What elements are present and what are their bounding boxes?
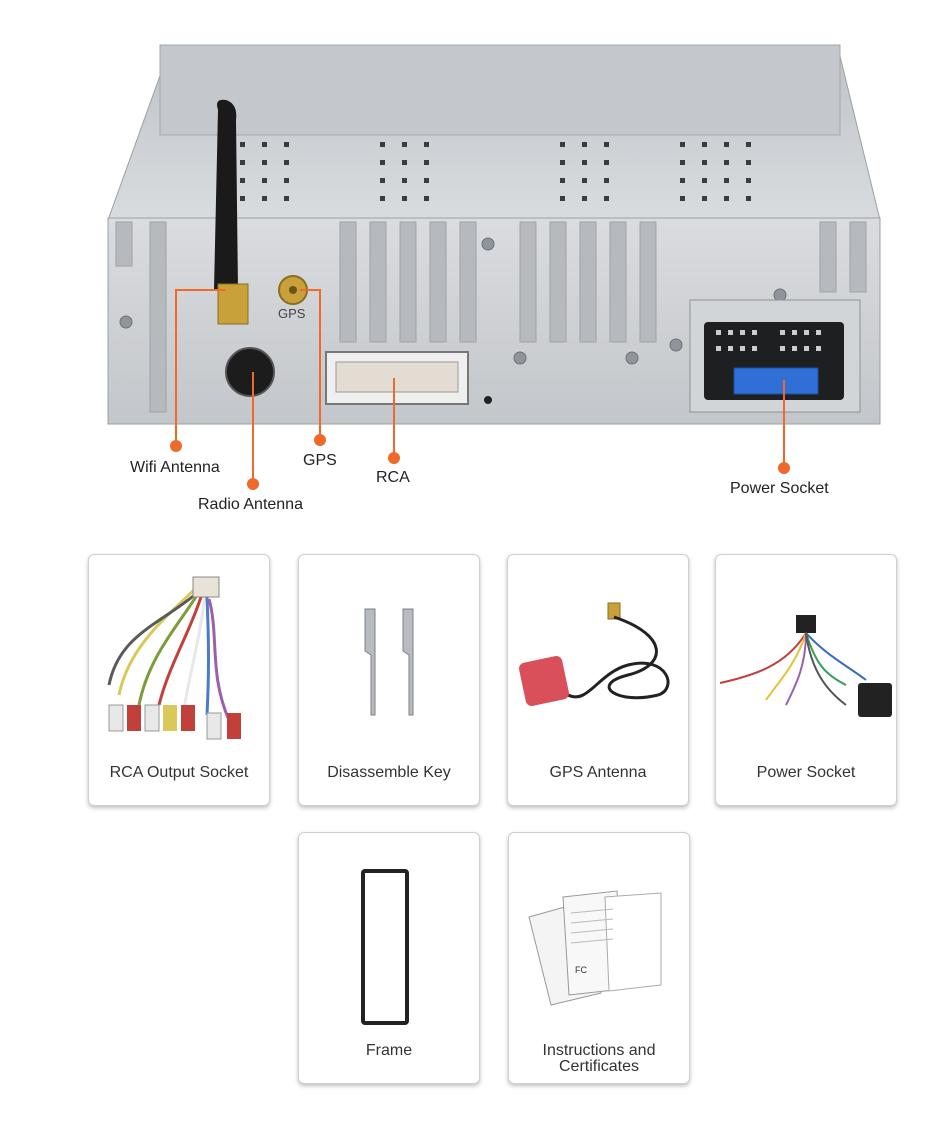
callout-gps: GPS xyxy=(303,452,337,469)
power-harness-icon xyxy=(719,615,892,717)
rca-cable-icon xyxy=(107,576,241,740)
callout-dots xyxy=(170,434,790,490)
accessory-label: Power Socket xyxy=(756,764,856,781)
accessory-label-line-2: Certificates xyxy=(558,1058,640,1075)
callout-rca: RCA xyxy=(376,469,410,486)
accessory-label: Disassemble Key xyxy=(327,764,451,781)
documents-icon: FC xyxy=(528,890,662,1006)
accessory-label: RCA Output Socket xyxy=(109,764,249,781)
vent-holes xyxy=(240,142,751,201)
disassemble-key-icon xyxy=(364,608,414,716)
accessory-label-line-1: Instructions and xyxy=(542,1042,656,1059)
radio-antenna-socket xyxy=(225,347,275,397)
panel-gps-text: GPS xyxy=(278,306,306,321)
accessory-label: Instructions and Certificates xyxy=(515,1043,683,1075)
callout-wifi-antenna: Wifi Antenna xyxy=(130,459,220,476)
car-stereo-rear-view: GPS xyxy=(107,44,881,490)
accessory-card-power-socket: Power Socket xyxy=(715,554,897,806)
accessory-card-rca: RCA Output Socket xyxy=(88,554,270,806)
svg-text:FC: FC xyxy=(575,965,587,975)
wifi-antenna-icon xyxy=(214,99,238,290)
gps-antenna-icon xyxy=(519,602,670,706)
callout-radio-antenna: Radio Antenna xyxy=(198,496,303,513)
accessory-label: Frame xyxy=(365,1042,413,1059)
accessory-card-documents: FC Instructions and Certificates xyxy=(508,832,690,1084)
accessory-label: GPS Antenna xyxy=(549,764,647,781)
accessory-card-disassemble-key: Disassemble Key xyxy=(298,554,480,806)
callout-lines xyxy=(175,289,785,482)
accessory-card-gps-antenna: GPS Antenna xyxy=(507,554,689,806)
frame-icon xyxy=(361,869,409,1025)
callout-power-socket: Power Socket xyxy=(730,480,829,497)
accessory-card-frame: Frame xyxy=(298,832,480,1084)
